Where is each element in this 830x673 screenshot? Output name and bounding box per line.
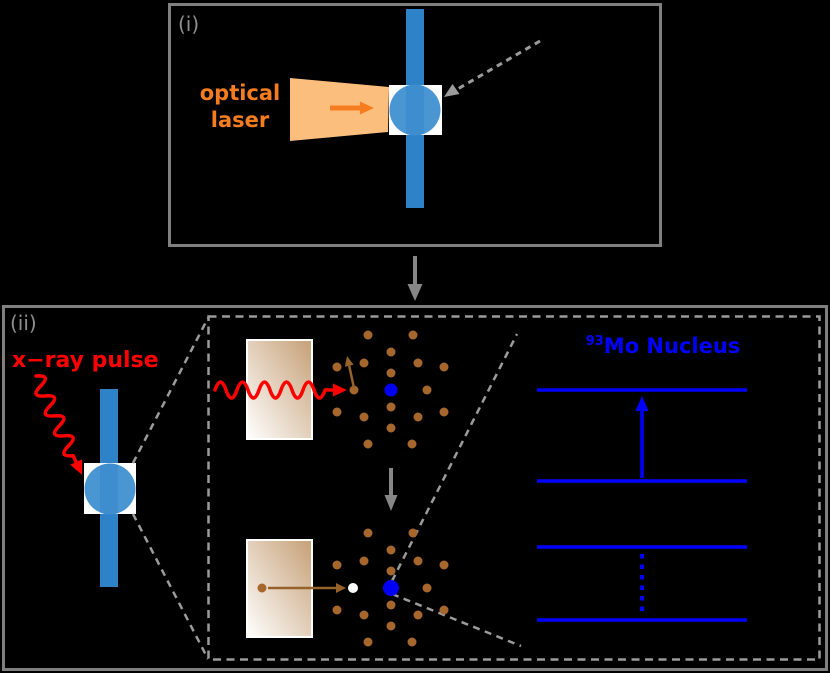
electron-vacancy	[348, 583, 358, 593]
energy-level-diagram	[537, 388, 747, 622]
nucleus-lower	[383, 580, 399, 596]
mo-nucleus-title: 93Mo Nucleus	[548, 334, 778, 358]
electron-ejection-arrow	[344, 356, 356, 389]
electron-cloud-upper	[332, 330, 449, 449]
panel-ii-label: (ii)	[10, 311, 37, 335]
mo-nucleus-title-text: Mo Nucleus	[603, 334, 741, 358]
struck-electron	[349, 385, 359, 395]
free-electron	[257, 583, 267, 593]
electron-capture-arrow	[268, 583, 346, 593]
state-transition-arrow	[384, 468, 398, 511]
zoom-guide-line-2	[131, 513, 210, 660]
target-stripe-i	[406, 84, 424, 136]
xray-photon-wavy-arrow	[213, 380, 347, 400]
target-spot-ii	[84, 463, 136, 515]
target-assembly-i	[389, 9, 442, 208]
target-stripe-ii	[100, 463, 118, 515]
xray-pulse-label: x−ray pulse	[12, 348, 159, 373]
dashed-pointer-arrow-i	[444, 39, 541, 97]
electron-cloud-lower	[332, 528, 449, 647]
zoom-guide-line-1	[131, 317, 210, 464]
panel-ii-box	[2, 305, 828, 671]
target-spot-i	[389, 84, 441, 136]
optical-laser-label-line1: optical	[199, 81, 281, 105]
nucleus-upper	[384, 383, 398, 397]
laser-direction-arrow	[330, 101, 374, 115]
excitation-arrow	[635, 396, 649, 478]
panel-transition-arrow	[407, 256, 423, 301]
isotope-mass-superscript: 93	[585, 334, 604, 349]
panel-i-box	[168, 3, 662, 247]
optical-laser-label-line2: laser	[210, 108, 270, 132]
xray-pulse-wavy-arrow	[34, 374, 83, 475]
target-assembly-ii	[84, 389, 136, 587]
panel-i-label: (i)	[178, 12, 200, 36]
zoom-guide-line-3	[390, 333, 519, 582]
inset-dashed-box	[207, 315, 821, 661]
optical-laser-label: optical laser	[190, 80, 290, 134]
zoom-guide-line-4	[391, 592, 522, 648]
